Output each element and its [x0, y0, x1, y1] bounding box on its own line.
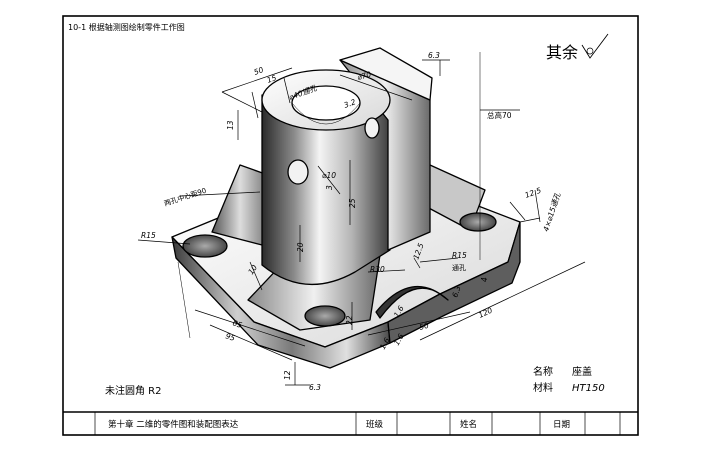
dim-120: 120: [477, 306, 494, 320]
note-total-height: 总高70: [487, 110, 512, 120]
dim-12: 12: [283, 370, 292, 380]
dim-95: 95: [224, 331, 236, 343]
note-fillet: 未注圆角 R2: [105, 384, 162, 397]
title-class-label: 班级: [366, 419, 384, 430]
note-holes: 4×⌀15通孔: [541, 191, 562, 232]
dim-phi70: ⌀70: [356, 70, 372, 82]
title-date-label: 日期: [553, 420, 570, 430]
dim-6-3-a: 6.3: [428, 51, 440, 60]
dim-3: 3: [325, 185, 334, 190]
mount-hole-1: [182, 234, 228, 258]
material-label: 材料: [533, 381, 553, 394]
dim-3-2: 3.2: [343, 97, 358, 110]
dim-r15-left: R15: [141, 231, 156, 240]
rib-left: [211, 164, 269, 246]
dim-r15-right: R15: [452, 251, 467, 260]
drawing-border: [62, 15, 639, 436]
name-value: 座盖: [572, 365, 592, 378]
base-right-face: [387, 221, 521, 344]
header-title: 10-1 根据轴测图绘制零件工作图: [68, 22, 185, 32]
dim-50-bottom: 50: [418, 321, 430, 332]
dim-50-top: 50: [253, 65, 265, 77]
side-hole-rear: [364, 117, 380, 139]
dim-phi10: ⌀10: [322, 171, 336, 180]
title-block: 第十章 二维的零件图和装配图表达 班级 姓名 日期: [63, 411, 638, 435]
dim-15: 15: [266, 73, 278, 85]
half-round-cutout: [375, 285, 449, 319]
rear-boss-top: [339, 47, 433, 101]
dimension-lines: [137, 52, 586, 386]
dim-25: 25: [348, 198, 357, 208]
dim-65: 65: [231, 318, 243, 330]
dim-22: 22: [345, 315, 354, 325]
dim-6-3-c: 6.3: [309, 383, 321, 392]
main-cylinder: [261, 94, 391, 286]
dim-12-5: 12.5: [524, 186, 543, 200]
roughness-note: 其余: [546, 33, 609, 62]
title-name-label: 姓名: [460, 419, 477, 430]
note-holes-distance: 两孔中心距90: [163, 186, 208, 208]
roughness-label: 其余: [546, 43, 578, 62]
title-chapter: 第十章 二维的零件图和装配图表达: [108, 419, 239, 430]
note-through: 通孔: [452, 263, 466, 272]
material-value: HT150: [572, 383, 605, 394]
dim-13: 13: [226, 120, 235, 130]
dim-20: 20: [296, 242, 305, 252]
mount-hole-2: [459, 212, 497, 232]
dim-r30: R30: [370, 265, 385, 274]
mount-hole-3: [304, 305, 346, 327]
part-isometric: [171, 47, 521, 369]
dim-4: 4: [480, 277, 489, 282]
side-hole-phi10: [287, 159, 309, 185]
name-label: 名称: [533, 365, 553, 378]
dim-6-3-b: 6.3: [450, 284, 462, 298]
roughness-icon: [581, 33, 609, 59]
